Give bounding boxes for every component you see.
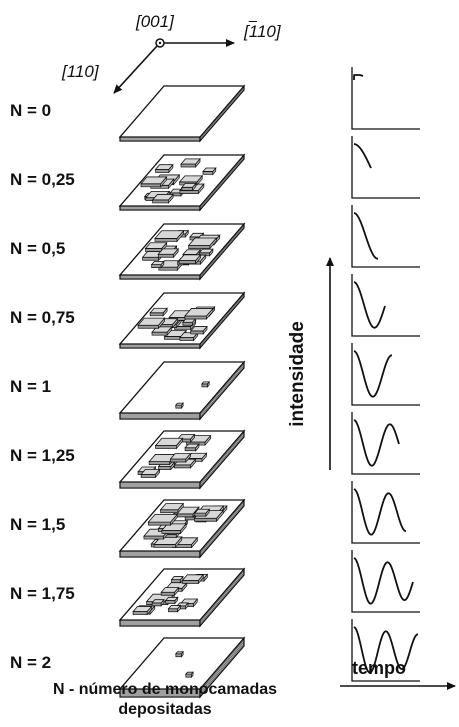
intensity-curve [351,67,420,130]
intensity-curve [351,481,420,544]
x-axis-label: tempo [352,658,406,678]
layer-label: N = 0,5 [10,239,66,258]
axis-110-label: [110] [62,62,99,81]
layer-label: N = 0,75 [10,308,75,327]
layer-label: N = 1,25 [10,446,75,465]
layer-slab [118,291,246,350]
intensity-curve [351,205,420,268]
axis-001-label: [001] [136,12,174,31]
layer-slab [118,222,246,281]
layer-slab [118,84,246,143]
intensity-curve [351,550,420,613]
layer-label: N = 0,25 [10,170,75,189]
layer-slab [118,429,246,490]
crystal-axes [113,38,235,94]
layer-label: N = 1,5 [10,515,66,534]
intensity-curve [351,619,420,682]
y-axis-label: intensidade [287,321,308,427]
axis-1bar10-rest: 10] [256,22,281,41]
intensity-curve [351,274,420,337]
layer-label: N = 0 [10,101,52,120]
intensity-curve [351,412,420,475]
layer-slab [118,498,246,559]
layer-slab [118,636,246,699]
caption-line-2: depositadas [118,701,212,718]
caption-line-1: N - número de monocamadas [52,681,278,698]
layer-slabs [118,84,246,699]
layer-label: N = 2 [10,653,52,672]
axis-1bar10-open: [ [244,22,249,41]
axis-001-dot [158,41,162,45]
layer-slab [118,360,246,421]
axis-110-arrow [113,45,158,94]
intensity-curves [351,67,420,682]
layer-slab [118,153,246,212]
layer-label: N = 1 [10,377,52,396]
axis-1bar10-overbar: 1 [248,22,257,41]
intensity-curve [351,136,420,199]
intensity-curve [351,343,420,406]
layer-slab [118,567,246,628]
layer-label: N = 1,75 [10,584,75,603]
axis-1bar10-label: [110] [244,22,281,42]
